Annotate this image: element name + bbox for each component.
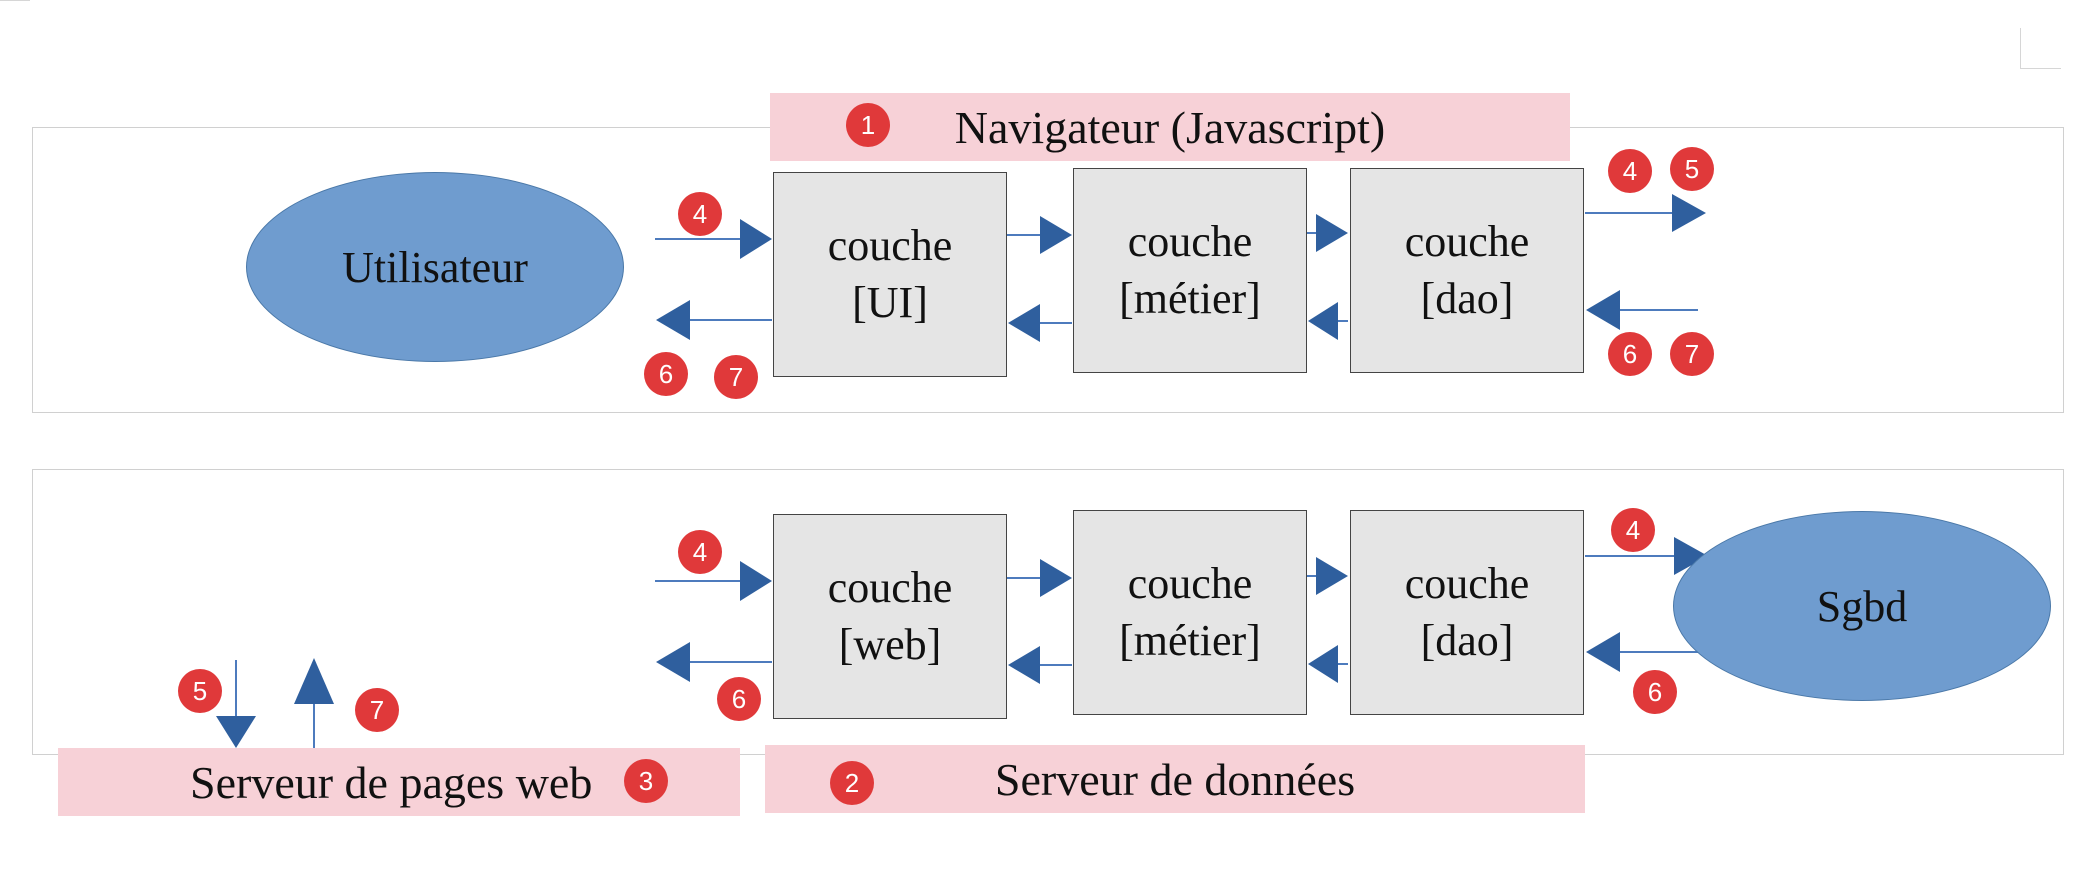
badge-top-in-right-b: 7 bbox=[1670, 332, 1714, 376]
arrowhead-dao-to-metier-b bbox=[1308, 645, 1338, 683]
data-server-label: Serveur de données bbox=[994, 753, 1356, 805]
badge-bottom-in-left: 4 bbox=[678, 530, 722, 574]
layer-metier-top-line1: couche bbox=[1127, 217, 1253, 267]
user-ellipse: Utilisateur bbox=[246, 172, 624, 362]
badge-data-server: 2 bbox=[830, 761, 874, 805]
layer-metier-top-line2: [métier] bbox=[1119, 273, 1261, 323]
web-server-label: Serveur de pages web bbox=[190, 756, 593, 808]
layer-dao-top: couche [dao] bbox=[1350, 168, 1584, 373]
badge-top-out-left-a: 6 bbox=[644, 352, 688, 396]
badge-bottom-in-right: 6 bbox=[1633, 670, 1677, 714]
badge-top-out-right-a: 4 bbox=[1608, 149, 1652, 193]
layer-metier-bottom: couche [métier] bbox=[1073, 510, 1307, 715]
layer-metier-top: couche [métier] bbox=[1073, 168, 1307, 373]
page-margin-mark bbox=[2020, 28, 2061, 69]
arrowhead-down bbox=[216, 716, 256, 748]
arrowhead-web-to-metier bbox=[1040, 559, 1072, 597]
layer-dao-top-line2: [dao] bbox=[1420, 273, 1514, 323]
layer-dao-bottom-line2: [dao] bbox=[1420, 615, 1514, 665]
arrowhead-dao-out bbox=[1672, 194, 1706, 232]
arrowhead-sgbd-to-dao bbox=[1586, 632, 1620, 672]
arrowhead-ui-to-metier bbox=[1040, 216, 1072, 254]
badge-bottom-out-left: 6 bbox=[717, 677, 761, 721]
badge-bottom-up: 7 bbox=[355, 688, 399, 732]
layer-metier-bottom-line1: couche bbox=[1127, 559, 1253, 609]
page-corner-mark bbox=[0, 0, 30, 4]
badge-top-out-left-b: 7 bbox=[714, 355, 758, 399]
layer-ui: couche [UI] bbox=[773, 172, 1007, 377]
data-server-banner: Serveur de données bbox=[765, 745, 1585, 813]
badge-web-server: 3 bbox=[624, 759, 668, 803]
layer-ui-line1: couche bbox=[827, 221, 953, 271]
layer-dao-bottom: couche [dao] bbox=[1350, 510, 1584, 715]
arrowhead-web-out bbox=[656, 642, 690, 682]
sgbd-label: Sgbd bbox=[1816, 581, 1908, 631]
arrowhead-metier-to-dao-b bbox=[1316, 557, 1348, 595]
sgbd-ellipse: Sgbd bbox=[1673, 511, 2051, 701]
arrowhead-dao-in bbox=[1586, 290, 1620, 330]
layer-dao-top-line1: couche bbox=[1404, 217, 1530, 267]
arrowhead-user-to-ui bbox=[740, 219, 772, 259]
arrowhead-in-to-web bbox=[740, 561, 772, 601]
layer-ui-line2: [UI] bbox=[852, 277, 928, 327]
badge-top-out-right-b: 5 bbox=[1670, 147, 1714, 191]
arrowhead-metier-to-ui bbox=[1008, 304, 1040, 342]
arrowhead-metier-to-web bbox=[1008, 646, 1040, 684]
arrowhead-dao-to-metier bbox=[1308, 302, 1338, 340]
browser-banner-label: Navigateur (Javascript) bbox=[954, 101, 1386, 153]
arrowhead-up bbox=[294, 658, 334, 704]
badge-top-in-left: 4 bbox=[678, 192, 722, 236]
badge-browser: 1 bbox=[846, 103, 890, 147]
browser-banner: Navigateur (Javascript) bbox=[770, 93, 1570, 161]
layer-dao-bottom-line1: couche bbox=[1404, 559, 1530, 609]
arrowhead-dao-to-sgbd bbox=[1674, 537, 1708, 575]
user-label: Utilisateur bbox=[342, 242, 528, 292]
layer-web-line1: couche bbox=[827, 563, 953, 613]
layer-web: couche [web] bbox=[773, 514, 1007, 719]
layer-metier-bottom-line2: [métier] bbox=[1119, 615, 1261, 665]
badge-top-in-right-a: 6 bbox=[1608, 332, 1652, 376]
badge-bottom-out-right: 4 bbox=[1611, 508, 1655, 552]
arrowhead-metier-to-dao bbox=[1316, 214, 1348, 252]
badge-bottom-down: 5 bbox=[178, 669, 222, 713]
layer-web-line2: [web] bbox=[838, 619, 942, 669]
arrowhead-ui-to-user bbox=[656, 300, 690, 340]
